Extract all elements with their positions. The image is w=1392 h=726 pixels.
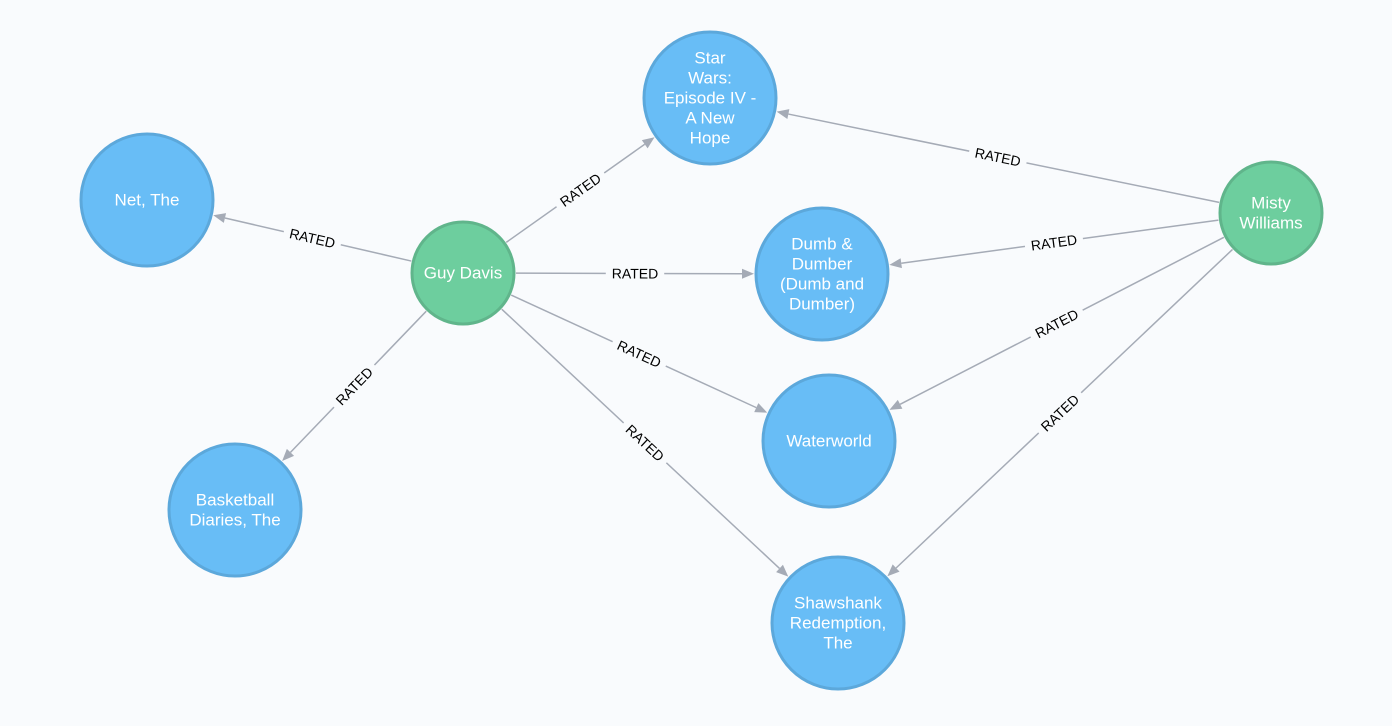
movie-node-circle bbox=[79, 132, 215, 268]
relationship-label-background bbox=[605, 264, 665, 283]
relationship-label-group: RATED bbox=[551, 165, 610, 215]
node-net[interactable]: Net, The bbox=[79, 132, 215, 268]
relationship-label-group: RATED bbox=[608, 333, 670, 375]
relationship-guy-davis-basketball[interactable]: RATED bbox=[282, 310, 427, 461]
node-caption-line: (Dumb and bbox=[780, 275, 864, 294]
relationship-misty-williams-star-wars[interactable]: RATED bbox=[776, 109, 1220, 204]
relationship-label-background bbox=[617, 416, 673, 470]
node-caption-line: Misty bbox=[1251, 194, 1291, 213]
relationship-label: RATED bbox=[557, 170, 604, 210]
person-node-circle bbox=[1218, 160, 1324, 266]
relationship-guy-davis-net[interactable]: RATED bbox=[213, 213, 412, 262]
relationship-label: RATED bbox=[1038, 391, 1083, 435]
movie-node-circle bbox=[770, 555, 906, 691]
relationships-layer: RATED RATED RATED RATED RATED RATED RATED RATED… bbox=[213, 109, 1234, 577]
relationship-label: RATED bbox=[1032, 306, 1081, 342]
node-caption-line: Williams bbox=[1239, 214, 1302, 233]
node-caption-line: A New bbox=[685, 109, 735, 128]
relationship-label: RATED bbox=[1030, 231, 1078, 253]
relationship-label: RATED bbox=[612, 265, 658, 281]
arrowhead-icon bbox=[776, 564, 789, 577]
arrowhead-icon bbox=[754, 403, 768, 413]
node-caption-line: Guy Davis bbox=[424, 264, 502, 283]
node-waterworld[interactable]: Waterworld bbox=[761, 373, 897, 509]
arrowhead-icon bbox=[641, 137, 655, 149]
relationship-label-background bbox=[1026, 302, 1087, 345]
node-guy-davis[interactable]: Guy Davis bbox=[410, 220, 516, 326]
relationship-label-group: RATED bbox=[1023, 229, 1085, 256]
movie-node-circle bbox=[642, 30, 778, 166]
arrowhead-icon bbox=[282, 448, 295, 461]
node-caption-line: Dumb & bbox=[791, 235, 853, 254]
node-caption-line: Hope bbox=[690, 129, 731, 148]
person-node-circle bbox=[410, 220, 516, 326]
node-caption-line: Net, The bbox=[115, 191, 180, 210]
node-caption-line: Episode IV - bbox=[664, 89, 757, 108]
relationship-misty-williams-shawshank[interactable]: RATED bbox=[887, 248, 1234, 577]
relationship-label-background bbox=[327, 358, 381, 414]
relationship-label-background bbox=[281, 222, 343, 254]
arrowhead-icon bbox=[887, 564, 900, 577]
node-caption: Waterworld bbox=[786, 432, 871, 451]
relationship-label-background bbox=[551, 165, 610, 215]
node-caption-line: The bbox=[823, 634, 852, 653]
relationship-label-group: RATED bbox=[1026, 302, 1087, 345]
node-caption-line: Basketball bbox=[196, 491, 274, 510]
node-caption: Guy Davis bbox=[424, 264, 502, 283]
movie-node-circle bbox=[761, 373, 897, 509]
movie-node-circle bbox=[167, 442, 303, 578]
node-caption-line: Redemption, bbox=[790, 614, 886, 633]
relationship-label-group: RATED bbox=[605, 264, 665, 283]
relationship-label-group: RATED bbox=[1032, 386, 1088, 440]
node-caption-line: Waterworld bbox=[786, 432, 871, 451]
arrowhead-icon bbox=[776, 109, 790, 119]
relationship-label-group: RATED bbox=[327, 358, 381, 414]
movie-node-circle bbox=[754, 206, 890, 342]
relationship-label-background bbox=[1032, 386, 1088, 440]
node-caption-line: Shawshank bbox=[794, 594, 882, 613]
relationship-guy-davis-star-wars[interactable]: RATED bbox=[505, 137, 655, 243]
relationship-label-background bbox=[1023, 229, 1085, 256]
node-caption-line: Diaries, The bbox=[189, 511, 280, 530]
relationship-misty-williams-dumb-dumber[interactable]: RATED bbox=[889, 219, 1219, 269]
relationship-label-background bbox=[608, 333, 670, 375]
relationship-label-group: RATED bbox=[617, 416, 673, 470]
relationship-label-group: RATED bbox=[281, 222, 343, 254]
arrowhead-icon bbox=[741, 268, 755, 279]
node-caption-line: Wars: bbox=[688, 69, 732, 88]
arrowhead-icon bbox=[213, 213, 227, 223]
relationship-misty-williams-waterworld[interactable]: RATED bbox=[889, 236, 1225, 410]
relationship-label: RATED bbox=[623, 421, 668, 464]
arrowhead-icon bbox=[889, 258, 902, 269]
arrowhead-icon bbox=[889, 399, 903, 410]
relationship-label-group: RATED bbox=[967, 142, 1029, 172]
relationship-label: RATED bbox=[332, 364, 376, 409]
relationship-label-background bbox=[967, 142, 1029, 172]
node-caption-line: Dumber bbox=[792, 255, 853, 274]
node-caption-line: Dumber) bbox=[789, 295, 855, 314]
relationship-guy-davis-dumb-dumber[interactable]: RATED bbox=[515, 264, 755, 283]
relationship-label: RATED bbox=[615, 337, 664, 371]
node-caption: Net, The bbox=[115, 191, 180, 210]
node-caption-line: Star bbox=[694, 49, 726, 68]
